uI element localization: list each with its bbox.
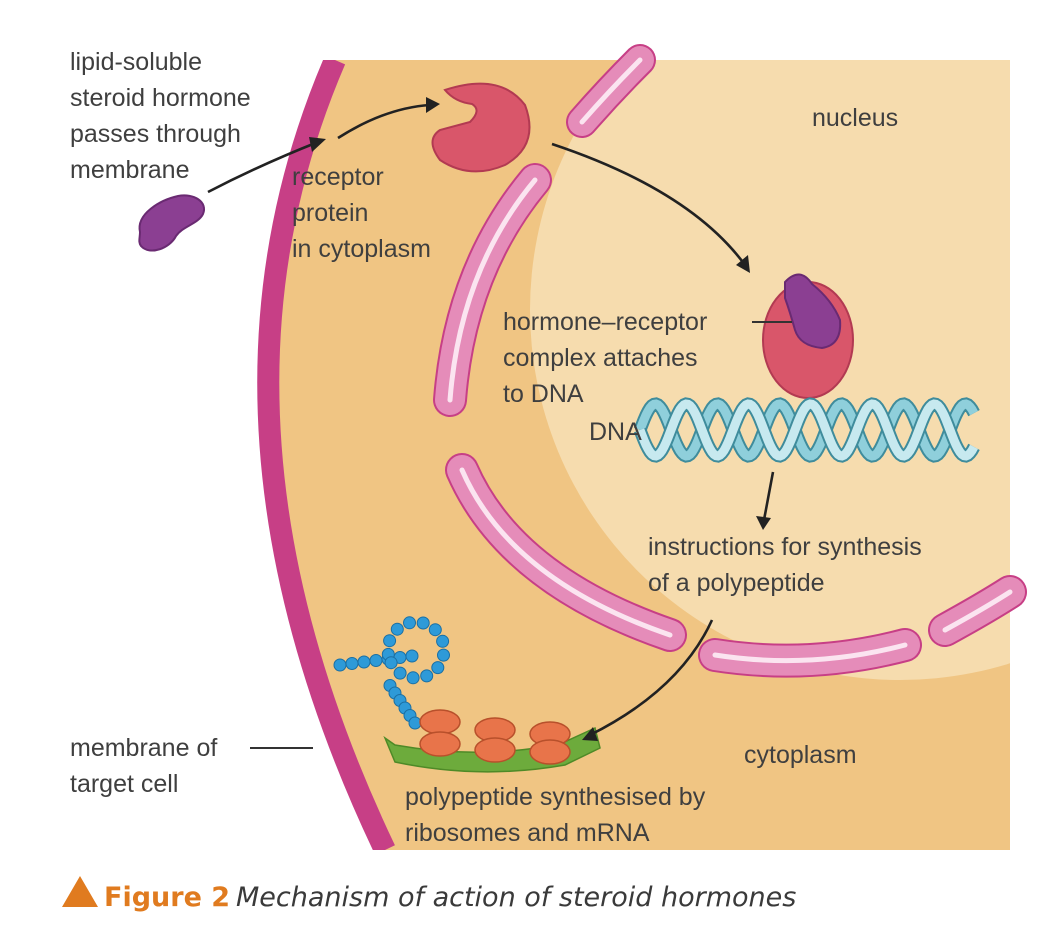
arrows [207,103,775,737]
receptor-protein [431,82,531,173]
arrowhead [426,97,440,113]
caption-figure-label: Figure 2 [104,882,230,913]
ribosome [474,737,516,763]
label-receptor: protein [292,199,368,227]
ribosome [419,731,461,757]
amino-acid-bead [384,656,398,670]
hormone-receptor-complex [762,273,854,399]
ribosomes [419,709,571,765]
label-synthesis: ribosomes and mRNA [405,819,650,847]
arrowhead [756,516,771,530]
label-instructions: instructions for synthesis [648,533,922,561]
amino-acid-bead [405,649,419,663]
amino-acid-bead [431,661,445,675]
label-synthesis: polypeptide synthesised by [405,783,706,811]
amino-acid-bead [393,666,407,680]
arrowhead [736,255,750,273]
complex-hormone [784,273,842,350]
amino-acid-bead [416,616,430,630]
label-complex: to DNA [503,380,584,408]
amino-acid-bead [403,616,416,630]
arrowheads [309,97,771,741]
amino-acid-bead [333,658,347,672]
label-nucleus: nucleus [812,104,898,132]
amino-acid-bead [390,622,404,636]
label-membrane: membrane of [70,734,217,762]
label-receptor: in cytoplasm [292,235,431,263]
amino-acid-bead [420,669,434,683]
label-instructions: of a polypeptide [648,569,825,597]
ribosome [529,739,571,765]
amino-acid-bead [437,648,450,662]
ribosome [419,709,461,735]
label-complex: hormone–receptor [503,308,707,336]
steroid-hormone [138,194,206,252]
nuclear-envelope [433,44,1027,678]
amino-acid-bead [345,657,359,670]
amino-acid-bead [383,634,397,648]
arrowhead [582,727,598,741]
arrow-hormone-entry [207,140,319,194]
amino-acid-bead [357,655,371,669]
dna-strand-2 [635,399,978,461]
label-hormone: membrane [70,156,190,184]
label-dna: DNA [589,418,642,446]
label-membrane: target cell [70,770,178,798]
amino-acid-bead [406,671,420,685]
arrow-to-nucleus [551,142,747,266]
arrow-dna-to-instructions [762,471,775,521]
label-complex: complex attaches [503,344,698,372]
amino-acid-bead [408,716,422,730]
amino-acid-bead [436,634,450,648]
dna-helix [633,397,980,463]
caption-text: Mechanism of action of steroid hormones [236,882,796,913]
arrowhead [309,137,326,152]
amino-acid-bead [428,623,442,637]
label-receptor: receptor [292,163,384,191]
arrow-to-ribosomes [589,619,714,737]
label-cytoplasm: cytoplasm [744,741,857,769]
amino-acid-bead [369,654,383,667]
label-hormone: steroid hormone [70,84,251,112]
label-hormone: lipid-soluble [70,48,202,76]
arrow-to-receptor [337,103,431,140]
label-hormone: passes through [70,120,241,148]
cell-membrane [257,60,395,850]
polypeptide-chain [333,616,450,730]
caption-triangle-icon [62,876,98,907]
